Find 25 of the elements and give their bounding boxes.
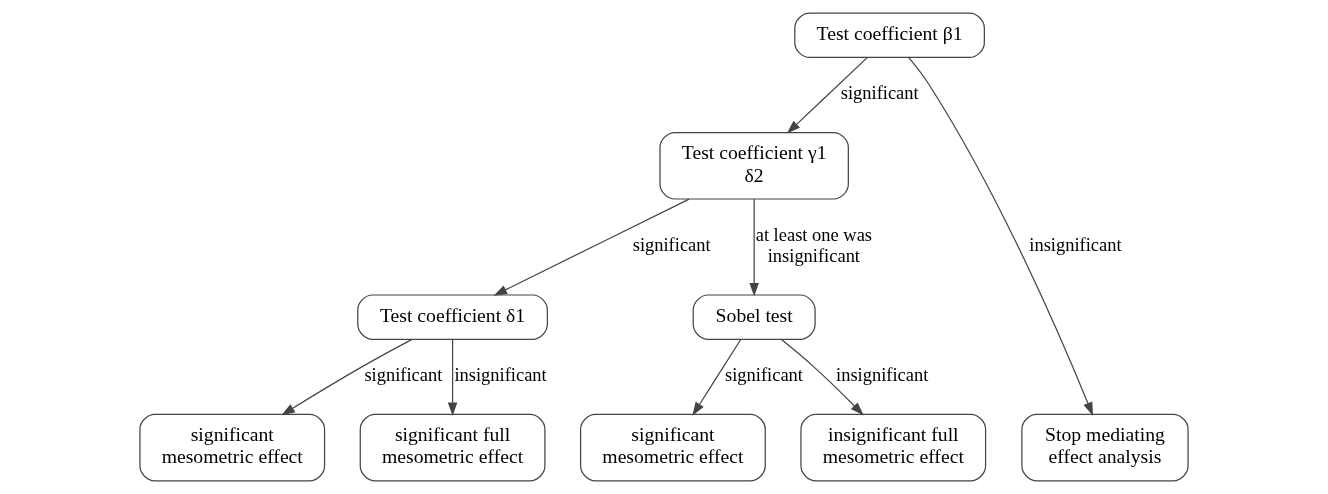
edge-label: significant xyxy=(632,235,711,256)
node-box: Sobel test xyxy=(692,294,816,340)
arrow xyxy=(692,338,742,416)
edge-label: insignificant xyxy=(836,365,929,386)
edge-label: significant xyxy=(725,365,803,386)
arrow xyxy=(493,198,690,296)
node-box: significant mesometric effect xyxy=(139,413,326,482)
edge-label: significant xyxy=(364,365,443,386)
node-box: Test coefficient γ1 δ2 xyxy=(659,131,849,200)
node-box: Test coefficient β1 xyxy=(794,12,985,59)
node-box: Stop mediating effect analysis xyxy=(1021,413,1189,482)
arrow xyxy=(908,57,1093,416)
node-box: insignificant full mesometric effect xyxy=(800,413,987,482)
arrow xyxy=(447,338,458,417)
arrow xyxy=(749,198,759,297)
edge-label: significant xyxy=(840,83,919,104)
node-box: significant mesometric effect xyxy=(580,413,766,482)
edge-label: insignificant xyxy=(454,365,547,386)
arrow xyxy=(786,57,868,134)
arrow xyxy=(780,338,864,416)
edge-label: at least one was insignificant xyxy=(755,224,873,266)
node-box: Test coefficient δ1 xyxy=(357,294,548,340)
arrow xyxy=(281,338,413,416)
edge-label: insignificant xyxy=(1029,235,1122,256)
node-box: significant full mesometric effect xyxy=(359,413,546,482)
